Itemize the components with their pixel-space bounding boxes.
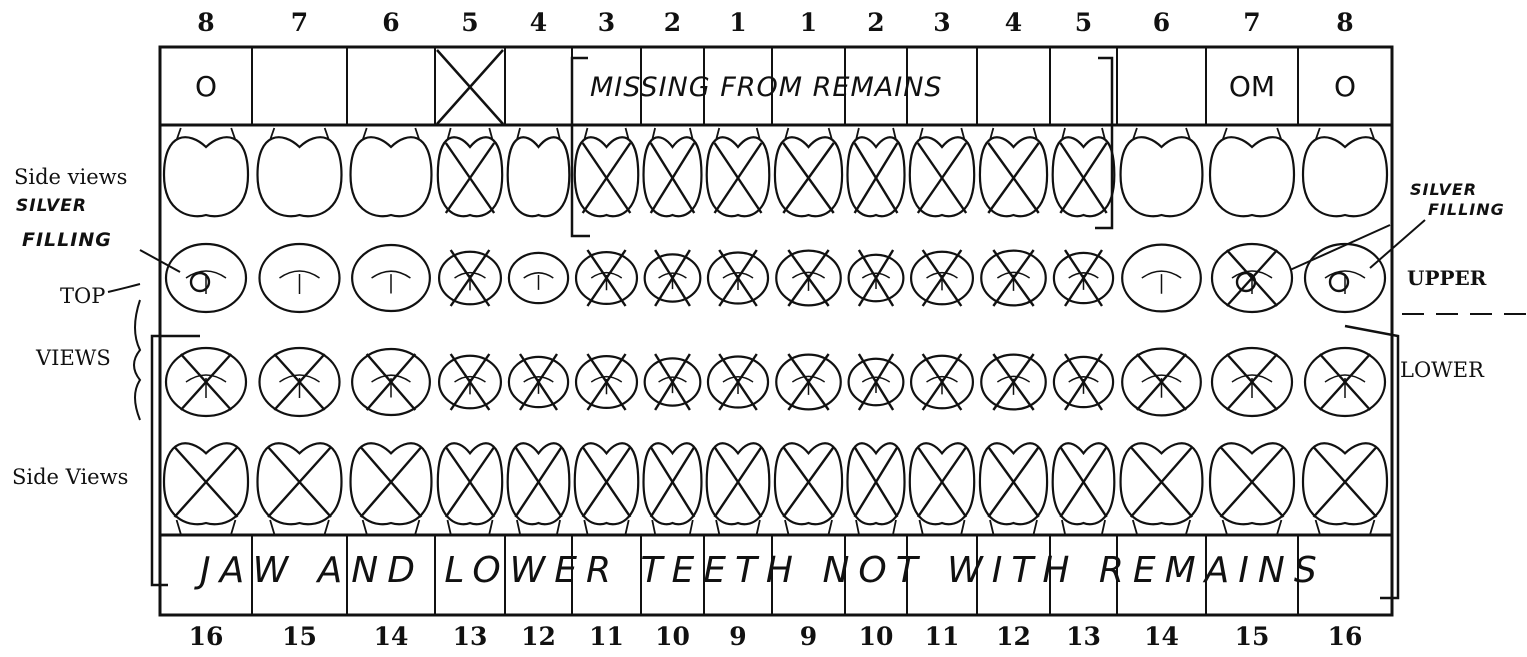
upper-side-tooth bbox=[508, 137, 570, 216]
lower-occlusal-tooth-groove bbox=[1232, 375, 1272, 398]
top-row-cell-mark: OM bbox=[1206, 70, 1298, 103]
lower-tooth-number: 13 bbox=[440, 622, 500, 651]
label-top: TOP bbox=[60, 284, 105, 308]
lower-tooth-number: 9 bbox=[708, 622, 768, 651]
label-silver-filling-right-1: SILVER bbox=[1410, 180, 1477, 199]
upper-tooth-number: 1 bbox=[779, 8, 839, 37]
upper-occlusal-tooth-groove bbox=[723, 273, 753, 290]
lower-occlusal-tooth-groove bbox=[927, 377, 958, 395]
label-silver-filling-left-1: SILVER bbox=[16, 196, 87, 216]
bottom-row-note: JAW AND LOWER TEETH NOT WITH REMAINS bbox=[200, 550, 1380, 591]
lower-occlusal-tooth-groove bbox=[591, 377, 621, 395]
top-row-cell-mark: O bbox=[1298, 70, 1392, 103]
label-side-views-lower: Side Views bbox=[12, 465, 128, 489]
upper-side-tooth bbox=[351, 137, 432, 216]
upper-tooth-number: 6 bbox=[361, 8, 421, 37]
upper-tooth-number: 8 bbox=[176, 8, 236, 37]
upper-occlusal-tooth-groove bbox=[524, 273, 554, 290]
lower-tooth-number: 15 bbox=[1222, 622, 1282, 651]
upper-tooth-number: 6 bbox=[1132, 8, 1192, 37]
upper-occlusal-tooth-groove bbox=[372, 271, 411, 293]
upper-side-tooth bbox=[258, 137, 342, 216]
label-lower: LOWER bbox=[1400, 358, 1484, 382]
upper-tooth-number: 4 bbox=[984, 8, 1044, 37]
upper-occlusal-tooth-groove bbox=[659, 273, 687, 289]
missing-bracket-left bbox=[572, 58, 590, 236]
upper-occlusal-tooth-groove bbox=[792, 272, 824, 291]
lower-tooth-number: 10 bbox=[643, 622, 703, 651]
lower-tooth-number: 9 bbox=[779, 622, 839, 651]
teeth-group bbox=[164, 128, 1387, 534]
lower-occlusal-tooth-groove bbox=[659, 377, 687, 393]
upper-tooth-number: 3 bbox=[912, 8, 972, 37]
upper-occlusal-tooth-groove bbox=[591, 273, 621, 291]
lower-occlusal-tooth-groove bbox=[524, 377, 554, 394]
upper-tooth-number: 4 bbox=[509, 8, 569, 37]
label-silver-filling-left-2: FILLING bbox=[22, 229, 112, 251]
upper-tooth-number: 3 bbox=[577, 8, 637, 37]
filling-leader-right-2 bbox=[1370, 220, 1425, 268]
upper-occlusal-tooth-groove bbox=[1142, 271, 1181, 294]
lower-occlusal-tooth-groove bbox=[186, 375, 226, 398]
upper-side-tooth bbox=[1210, 137, 1294, 216]
upper-tooth-number: 5 bbox=[440, 8, 500, 37]
lower-tooth-number: 11 bbox=[577, 622, 637, 651]
lower-occlusal-tooth-groove bbox=[792, 376, 824, 395]
label-upper: UPPER bbox=[1407, 266, 1486, 290]
chart-grid bbox=[160, 47, 1392, 615]
label-side-views-upper: Side views bbox=[14, 165, 127, 189]
lower-tooth-number: 16 bbox=[1315, 622, 1375, 651]
label-views: VIEWS bbox=[36, 346, 111, 370]
lower-tooth-number: 15 bbox=[270, 622, 330, 651]
lower-occlusal-tooth-groove bbox=[862, 377, 889, 393]
annotation-marks bbox=[108, 50, 1527, 598]
upper-occlusal-tooth-groove bbox=[455, 273, 486, 291]
lower-tooth-number: 11 bbox=[912, 622, 972, 651]
lower-occlusal-tooth-groove bbox=[1142, 375, 1181, 398]
upper-occlusal-tooth-groove bbox=[1069, 273, 1099, 290]
lower-tooth-number: 14 bbox=[1132, 622, 1192, 651]
lower-occlusal-tooth-groove bbox=[372, 375, 411, 397]
top-row-cell-mark: O bbox=[160, 70, 252, 103]
upper-tooth-number: 2 bbox=[643, 8, 703, 37]
lower-tooth-number: 12 bbox=[509, 622, 569, 651]
lower-occlusal-tooth-groove bbox=[723, 377, 753, 394]
lower-tooth-number: 14 bbox=[361, 622, 421, 651]
top-brace-arrow bbox=[108, 284, 140, 292]
lower-tooth-number: 12 bbox=[984, 622, 1044, 651]
lower-occlusal-tooth-groove bbox=[280, 375, 320, 398]
lower-tooth-number: 10 bbox=[846, 622, 906, 651]
top-row-note: MISSING FROM REMAINS bbox=[590, 72, 1020, 103]
lower-occlusal-tooth-groove bbox=[455, 377, 486, 395]
upper-occlusal-tooth-groove bbox=[997, 272, 1029, 291]
upper-tooth-number: 1 bbox=[708, 8, 768, 37]
upper-side-tooth bbox=[164, 137, 248, 216]
upper-occlusal-tooth-groove bbox=[862, 273, 889, 289]
upper-side-tooth bbox=[1303, 137, 1387, 216]
upper-tooth-number: 5 bbox=[1054, 8, 1114, 37]
upper-side-tooth bbox=[1121, 137, 1203, 216]
upper-occlusal-tooth-groove bbox=[927, 273, 958, 291]
lower-tooth-number: 16 bbox=[176, 622, 236, 651]
upper-occlusal-tooth-groove bbox=[280, 271, 320, 294]
lower-occlusal-tooth-groove bbox=[1325, 375, 1365, 398]
label-silver-filling-right-2: FILLING bbox=[1428, 200, 1505, 219]
upper-tooth-number: 7 bbox=[270, 8, 330, 37]
upper-tooth-number: 8 bbox=[1315, 8, 1375, 37]
upper-tooth-number: 7 bbox=[1222, 8, 1282, 37]
lower-occlusal-tooth-groove bbox=[997, 376, 1029, 395]
views-brace bbox=[134, 300, 140, 420]
lower-tooth-number: 13 bbox=[1054, 622, 1114, 651]
upper-tooth-number: 2 bbox=[846, 8, 906, 37]
lower-occlusal-tooth-groove bbox=[1069, 377, 1099, 394]
